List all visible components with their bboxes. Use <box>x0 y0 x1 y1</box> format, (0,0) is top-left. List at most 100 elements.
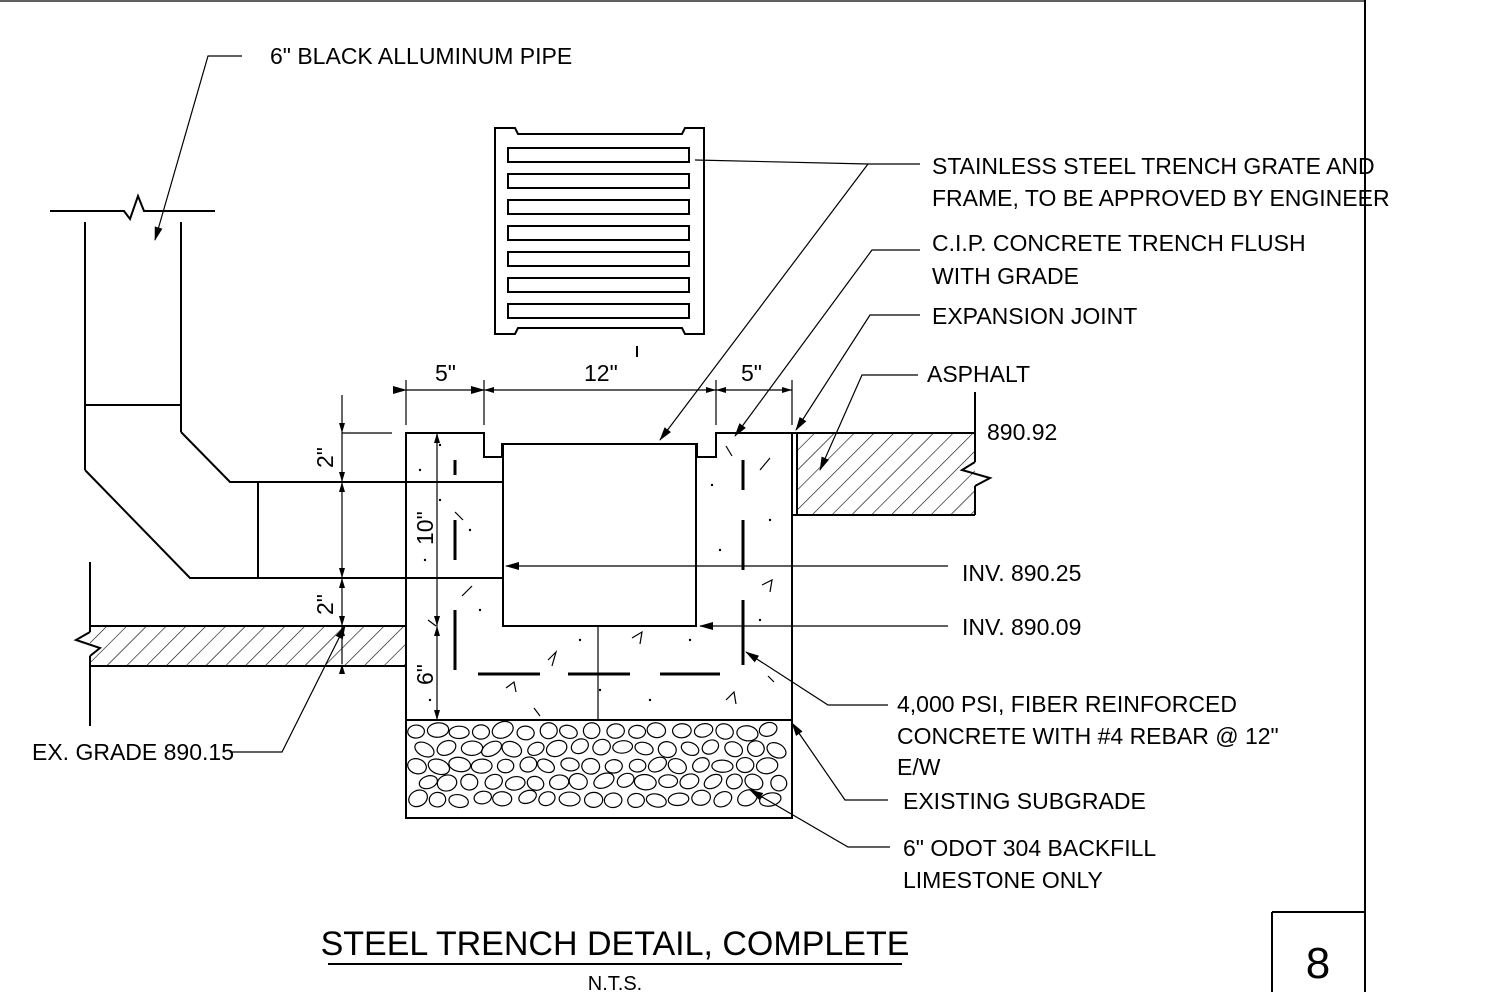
limestone-backfill <box>405 719 793 819</box>
stone <box>460 740 484 757</box>
dim-top-offset: 2" <box>312 447 338 468</box>
pipe-label: 6" BLACK ALLUMINUM PIPE <box>270 43 572 69</box>
dimension-arrowhead <box>339 578 345 588</box>
dimension-arrowhead <box>339 616 345 626</box>
stone <box>501 740 523 758</box>
stone <box>711 759 734 773</box>
stone <box>558 791 581 807</box>
concrete-label-line1: 4,000 PSI, FIBER REINFORCED <box>897 691 1237 717</box>
stone <box>701 739 720 755</box>
stone <box>484 773 503 790</box>
dimension-arrowhead <box>782 387 792 393</box>
stone <box>612 740 634 754</box>
stone <box>518 789 537 805</box>
backfill-label-line1: 6" ODOT 304 BACKFILL <box>903 835 1156 861</box>
invert-lower-label: INV. 890.09 <box>962 614 1081 640</box>
dimension-arrowhead <box>339 482 345 492</box>
stone <box>646 722 667 739</box>
stone <box>770 774 788 792</box>
stone <box>504 775 526 791</box>
backfill-label-line2: LIMESTONE ONLY <box>903 867 1103 893</box>
stone <box>715 723 734 740</box>
trench-grate-plan <box>494 127 705 357</box>
stone <box>647 756 668 773</box>
dimension-arrowhead <box>339 568 345 578</box>
dim-trench-width: 12" <box>584 360 618 386</box>
stone <box>758 721 778 737</box>
stone <box>606 723 625 739</box>
stone <box>408 789 428 808</box>
concrete-label-line2: CONCRETE WITH #4 REBAR @ 12" <box>897 723 1279 749</box>
dimension-arrowhead <box>434 616 440 626</box>
dim-right-wall: 5" <box>741 360 762 386</box>
stone <box>481 740 503 758</box>
stone <box>428 791 447 808</box>
stone <box>766 742 787 759</box>
stone <box>491 720 514 739</box>
stone <box>724 741 744 758</box>
stone <box>527 741 545 757</box>
stone <box>634 741 654 756</box>
stone <box>703 773 723 790</box>
stone <box>436 739 457 757</box>
stone <box>691 789 712 806</box>
stone <box>628 758 647 773</box>
dim-depth: 10" <box>412 511 438 545</box>
stone <box>473 790 493 805</box>
dimension-arrowhead <box>484 387 494 393</box>
stone <box>418 775 438 790</box>
dimension-arrowhead <box>706 387 716 393</box>
stone <box>470 758 493 774</box>
stone <box>570 738 589 755</box>
sheet-border <box>0 0 1366 992</box>
stone <box>492 791 513 807</box>
dimension-arrowhead <box>434 626 440 636</box>
stone <box>744 773 764 791</box>
stone <box>628 724 647 739</box>
dim-left-wall: 5" <box>435 360 456 386</box>
stone <box>448 756 472 773</box>
stone <box>759 792 782 807</box>
stone <box>436 774 458 792</box>
stone <box>407 724 425 739</box>
stone <box>560 757 580 772</box>
stone <box>539 722 558 740</box>
cip-label-line1: C.I.P. CONCRETE TRENCH FLUSH <box>932 230 1306 256</box>
asphalt-elevation: 890.92 <box>987 419 1057 445</box>
invert-upper-label: INV. 890.25 <box>962 560 1081 586</box>
stone <box>471 724 491 740</box>
stone <box>427 758 451 776</box>
stone <box>581 757 601 775</box>
grate-label-line2: FRAME, TO BE APPROVED BY ENGINEER <box>932 185 1390 211</box>
cip-label-line2: WITH GRADE <box>932 263 1079 289</box>
concrete-label-line3: E/W <box>897 754 941 780</box>
aluminum-pipe <box>50 193 502 579</box>
stone <box>692 757 710 773</box>
stone <box>526 775 545 791</box>
stone <box>658 774 679 789</box>
sheet-number: 8 <box>1306 939 1330 988</box>
stone <box>548 774 570 791</box>
stone <box>680 741 700 757</box>
scale-note: N.T.S. <box>588 973 642 992</box>
stone <box>713 790 733 808</box>
subgrade-label: EXISTING SUBGRADE <box>903 788 1146 814</box>
stone <box>496 758 515 774</box>
stone <box>627 792 645 809</box>
stone <box>582 722 601 740</box>
stone <box>693 723 714 738</box>
stone <box>536 758 555 774</box>
dimension-lines <box>341 380 793 721</box>
stone <box>736 725 759 742</box>
stone <box>657 741 677 759</box>
stone <box>667 792 690 807</box>
dim-pipe-offset: 2" <box>312 594 338 615</box>
existing-grade-slab <box>73 562 406 726</box>
stone <box>667 758 687 775</box>
stone <box>604 759 623 774</box>
stone <box>671 723 692 739</box>
stone <box>679 773 700 790</box>
dimension-arrowhead <box>339 423 345 433</box>
stone <box>592 738 611 756</box>
stone <box>519 756 538 773</box>
